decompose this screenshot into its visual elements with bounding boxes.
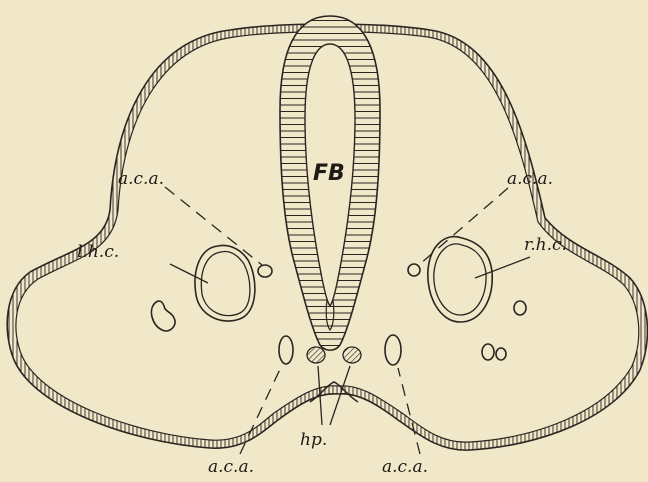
label-aca-top-right: a.c.a.	[507, 169, 553, 189]
label-hp: hp.	[300, 430, 327, 450]
label-aca-top-left: a.c.a.	[118, 169, 164, 189]
hypophysis-left	[307, 347, 325, 363]
label-aca-bottom-left: a.c.a.	[208, 457, 254, 477]
hypophysis-right	[343, 347, 361, 363]
label-aca-bottom-right: a.c.a.	[382, 457, 428, 477]
label-rhc: r.h.c.	[524, 235, 567, 255]
label-fb: FB	[313, 161, 345, 186]
label-lhc: l.h.c.	[77, 242, 119, 262]
